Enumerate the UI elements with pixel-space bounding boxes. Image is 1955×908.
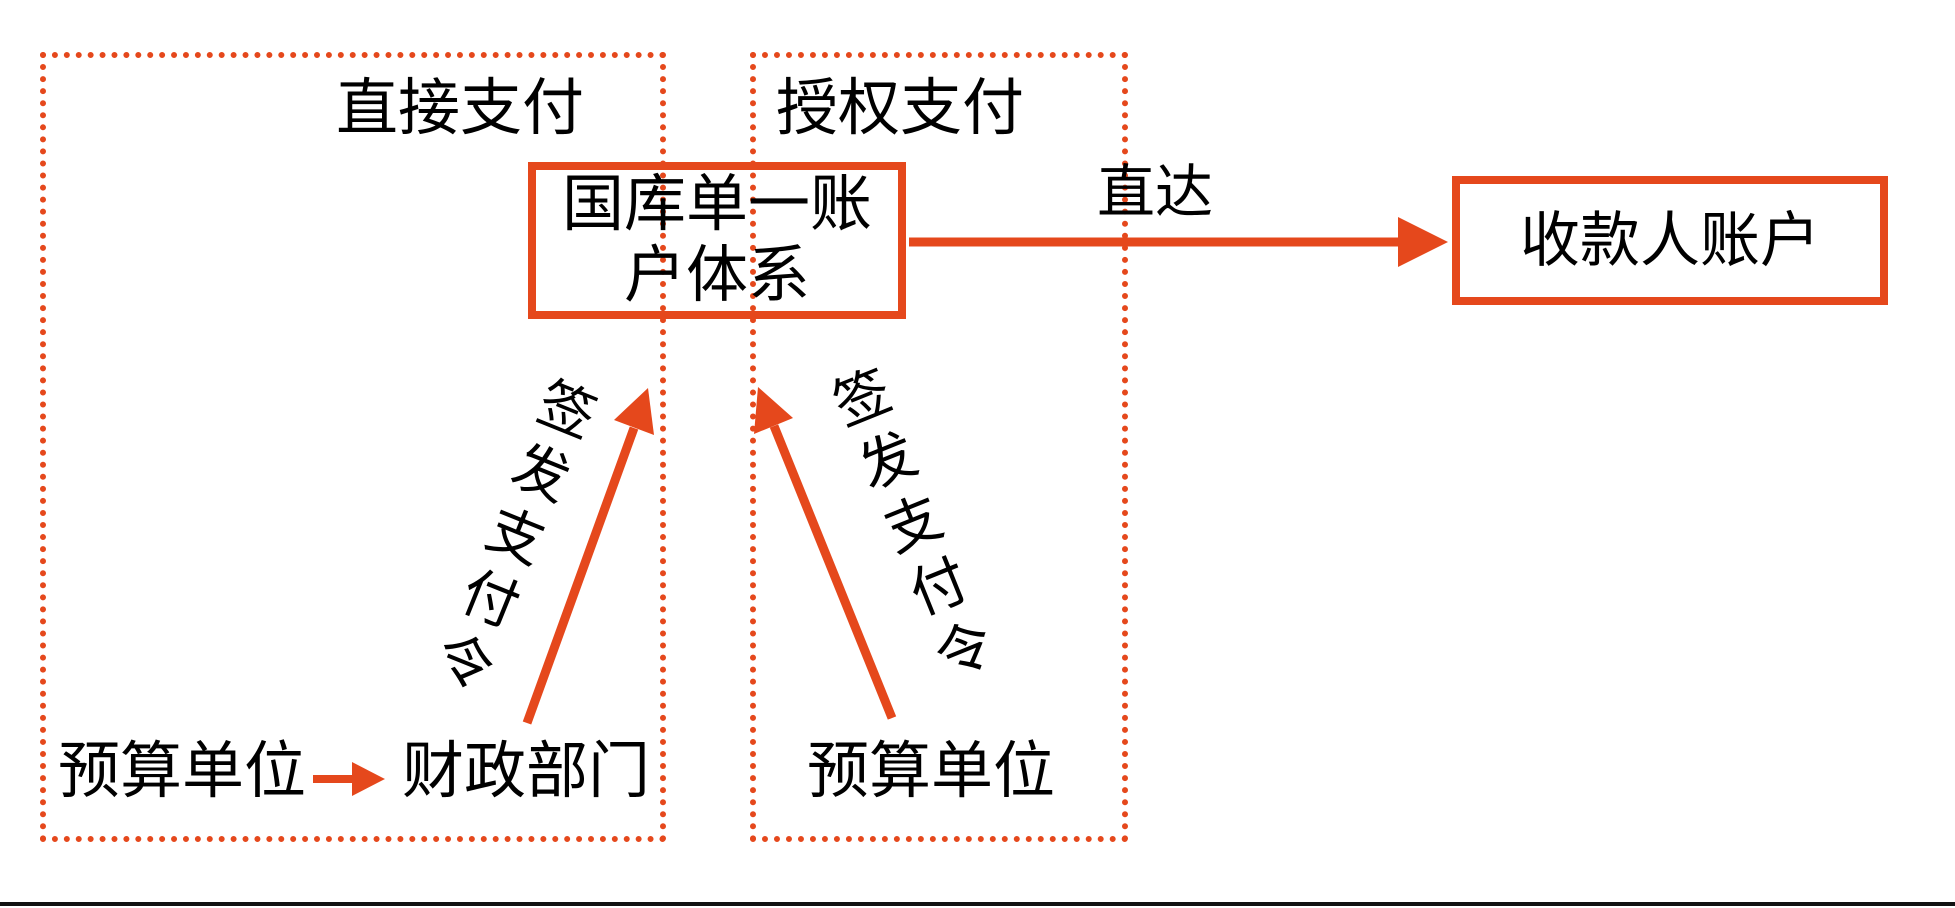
payee-box-label: 收款人账户 <box>1520 207 1820 274</box>
authorized-payment-label: 授权支付 <box>776 75 1025 143</box>
direct-payment-label: 直接支付 <box>336 75 585 143</box>
direct-arrow-label: 直达 <box>1097 160 1214 225</box>
treasury-single-account-box: 国库单一账 户体系 <box>528 162 906 319</box>
payee-account-box: 收款人账户 <box>1452 176 1888 305</box>
bottom-divider-line <box>0 902 1955 906</box>
finance-department: 财政部门 <box>402 738 651 806</box>
authorized-payment-zone <box>750 52 1128 842</box>
budget-unit-left: 预算单位 <box>58 738 307 806</box>
direct-payment-zone <box>40 52 666 842</box>
budget-unit-right: 预算单位 <box>807 738 1056 806</box>
treasury-box-line2: 户体系 <box>623 241 810 310</box>
treasury-box-line1: 国库单一账 <box>561 170 872 239</box>
